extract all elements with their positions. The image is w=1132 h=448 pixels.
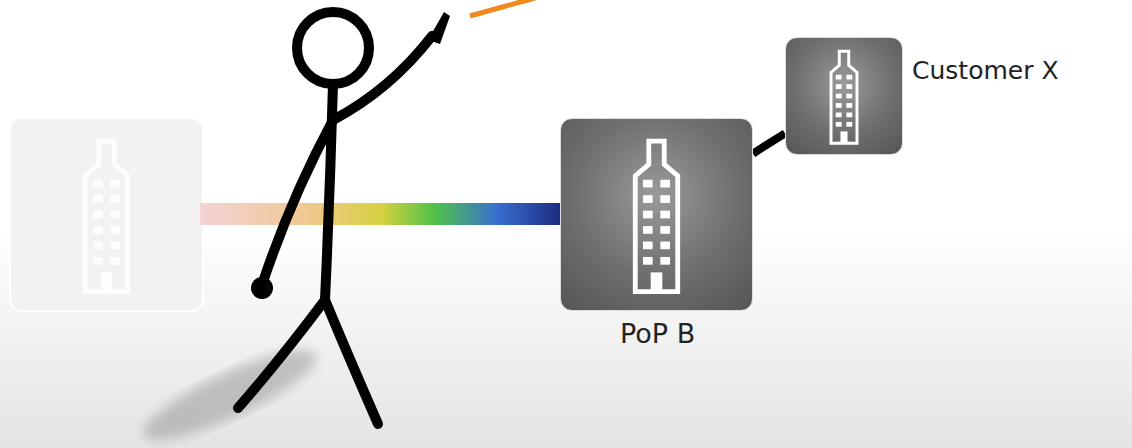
link-stroke bbox=[753, 133, 785, 153]
faded-building-icon bbox=[85, 141, 127, 292]
figure-shadow bbox=[135, 335, 326, 448]
building-node: Customer X bbox=[785, 37, 903, 155]
node-label: PoP B bbox=[620, 318, 695, 349]
link-line bbox=[753, 133, 785, 153]
fist bbox=[251, 277, 273, 299]
spark-line bbox=[470, 0, 535, 16]
stick-figure bbox=[238, 12, 432, 424]
building-node: PoP B bbox=[560, 118, 753, 311]
building-icon bbox=[831, 51, 857, 143]
pointing-finger bbox=[428, 12, 450, 44]
node-label: Customer X bbox=[912, 56, 1059, 85]
faded-building bbox=[10, 118, 203, 311]
rainbow-link bbox=[200, 203, 562, 225]
building-icon bbox=[635, 141, 677, 292]
